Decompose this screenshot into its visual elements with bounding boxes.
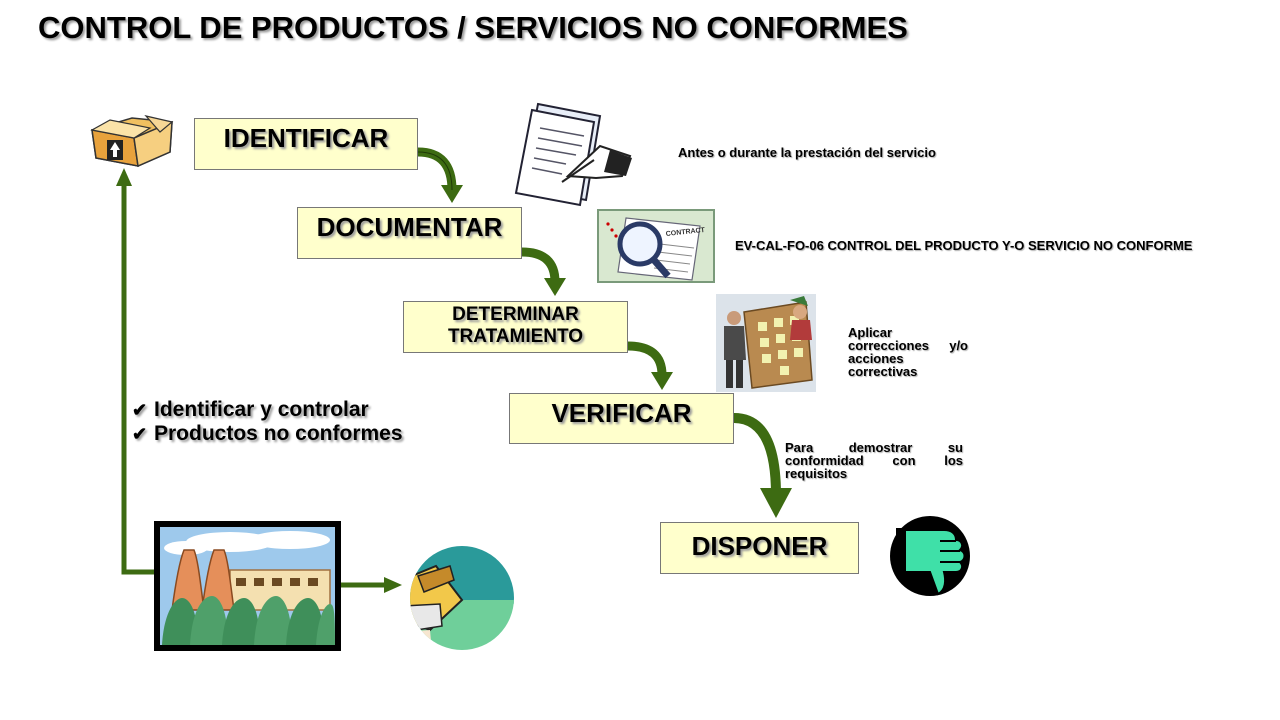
page-title: CONTROL DE PRODUCTOS / SERVICIOS NO CONF… [38, 10, 908, 45]
curved-arrow-determinar-verificar [627, 341, 673, 390]
feedback-loop-arrow [116, 168, 155, 575]
worker-icon [410, 546, 514, 650]
step-verificar: VERIFICAR [509, 393, 734, 444]
step-determinar-line1: DETERMINAR [452, 304, 579, 325]
curved-arrow-verificar-disponer [733, 413, 792, 518]
factory-icon [154, 521, 341, 651]
checklist-item: ✔ Identificar y controlar [132, 398, 403, 422]
checkmark-icon: ✔ [132, 424, 148, 444]
board-meeting-icon [716, 294, 816, 392]
checklist-item: ✔ Productos no conformes [132, 422, 403, 446]
contract-label: CONTRACT [665, 227, 706, 238]
curved-arrow-identificar-documentar [417, 147, 463, 203]
note-verificar: Para demostrar su conformidad con los re… [785, 440, 963, 481]
factory-to-worker-arrow [341, 577, 402, 593]
checklist: ✔ Identificar y controlar ✔ Productos no c… [132, 398, 403, 446]
signing-document-icon [514, 102, 632, 207]
checklist-item-label: Identificar y controlar [154, 398, 369, 421]
thumbs-down-icon [890, 516, 970, 596]
note-identificar: Antes o durante la prestación del servic… [678, 145, 936, 160]
step-documentar: DOCUMENTAR [297, 207, 522, 259]
note-documentar: EV-CAL-FO-06 CONTROL DEL PRODUCTO Y-O SE… [735, 238, 1193, 253]
checklist-item-label: Productos no conformes [154, 422, 403, 445]
note-determinar: Aplicar correcciones y/o acciones correc… [848, 325, 968, 379]
step-determinar-tratamiento: DETERMINAR TRATAMIENTO [403, 301, 628, 353]
step-disponer: DISPONER [660, 522, 859, 574]
contract-magnifier-icon: CONTRACT [597, 209, 715, 283]
curved-arrow-documentar-determinar [521, 247, 566, 296]
step-determinar-line2: TRATAMIENTO [447, 326, 584, 347]
step-identificar: IDENTIFICAR [194, 118, 418, 170]
box-icon [90, 114, 174, 168]
checkmark-icon: ✔ [132, 400, 148, 420]
